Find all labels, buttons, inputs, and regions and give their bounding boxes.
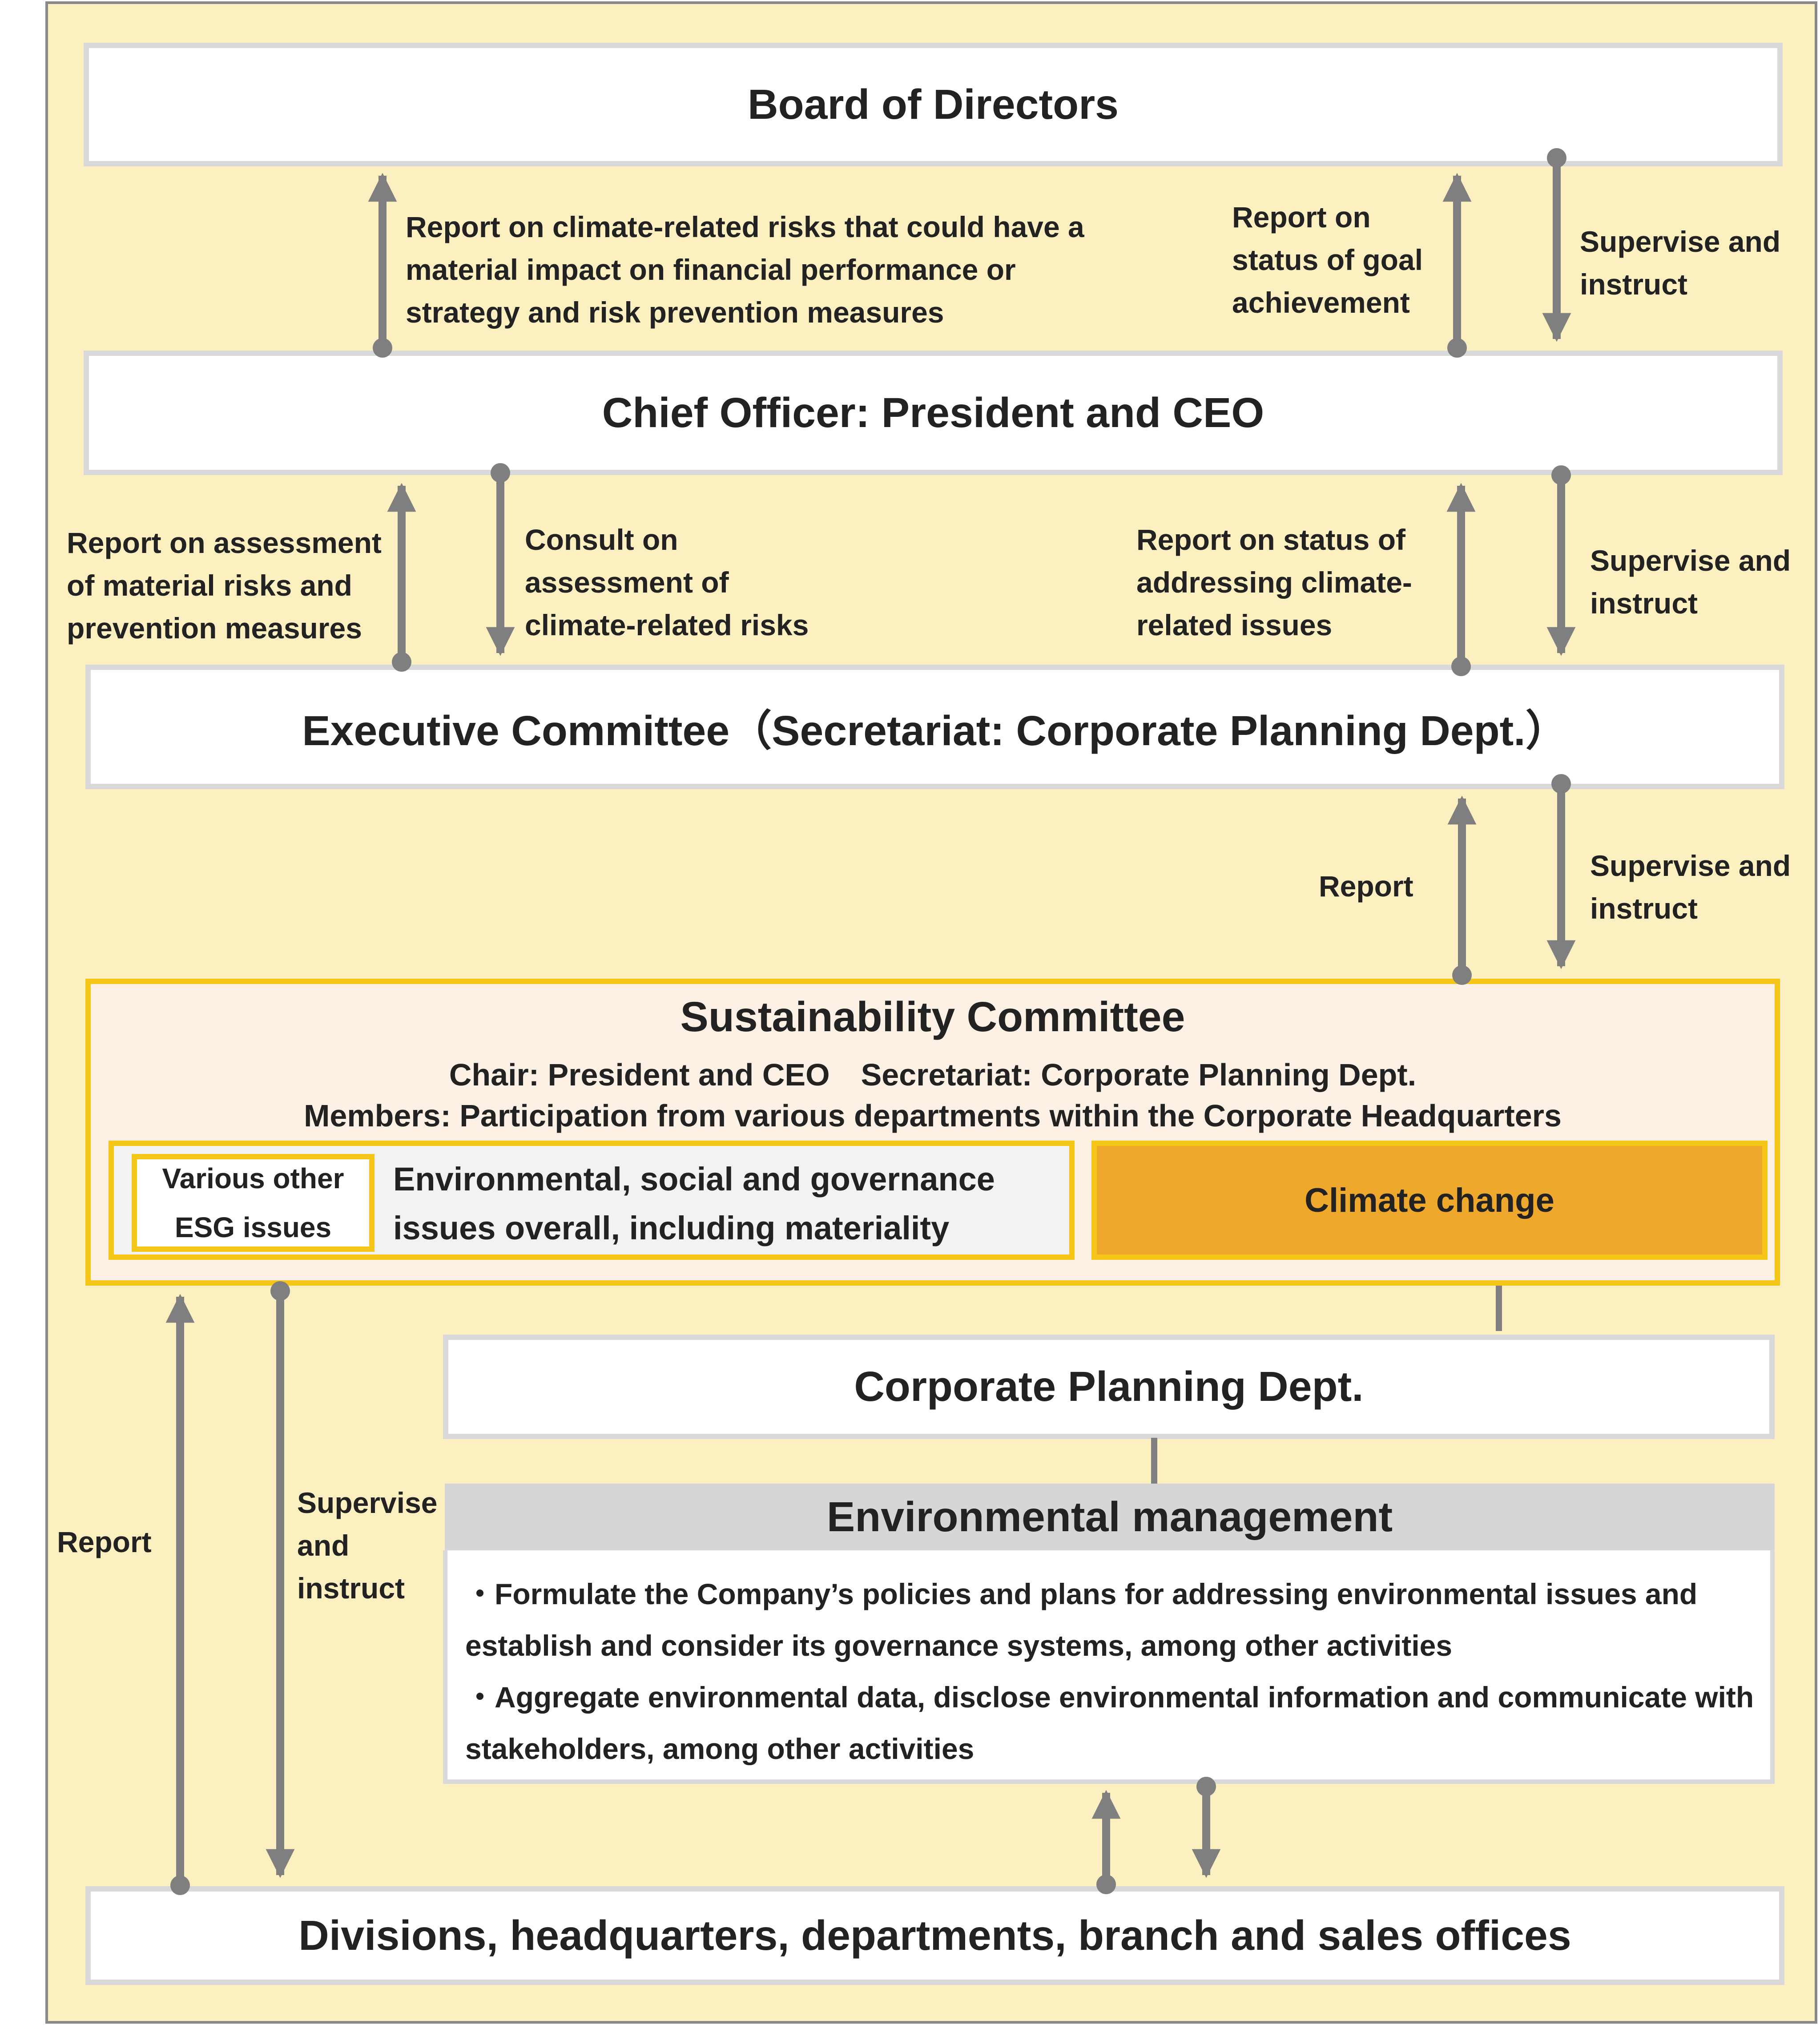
climate-change-box: Climate change (1091, 1141, 1768, 1260)
label-exec-supervise: Supervise and instruct (1590, 844, 1791, 930)
environmental-management-body: ・Formulate the Company’s policies and pl… (443, 1550, 1775, 1784)
esg-inner-line: ESG issues (174, 1211, 332, 1243)
label-chief-report-status: Report on status of addressing climate- … (1136, 518, 1412, 646)
arrow-down-board-supervise (1542, 148, 1571, 342)
label-line: Report on status of (1136, 523, 1405, 556)
label-line: and (297, 1529, 350, 1562)
esg-text-line: Environmental, social and governance (393, 1161, 995, 1198)
esg-inner-line: Various other (162, 1162, 344, 1194)
label-line: Report on climate-related risks that cou… (406, 210, 1084, 243)
arrow-down-exec-supervise (1546, 774, 1576, 969)
arrow-down-chief-supervise (1546, 465, 1576, 656)
various-esg-issues-box: Various other ESG issues (132, 1154, 374, 1252)
arrow-down-env-to-divisions (1192, 1777, 1221, 1878)
arrow-down-consult (486, 463, 515, 656)
label-line: Report on assessment (67, 526, 382, 559)
label-chief-consult: Consult on assessment of climate-related… (525, 518, 809, 646)
label-line: instruct (297, 1572, 405, 1605)
label-line: climate-related risks (525, 609, 809, 641)
label-line: status of goal (1232, 243, 1423, 276)
env-bullet-line: ・Aggregate environmental data, disclose … (465, 1681, 1754, 1714)
esg-issues-box: Various other ESG issues Environmental, … (109, 1141, 1075, 1260)
arrow-up-status-report (1446, 483, 1476, 676)
label-left-report: Report (57, 1525, 152, 1558)
label-line: Supervise and (1580, 225, 1781, 258)
arrow-up-assessment-report (387, 483, 416, 672)
label-line: related issues (1136, 609, 1333, 641)
label-line: material impact on financial performance… (406, 253, 1016, 286)
label-left-supervise: Supervise and instruct (297, 1481, 438, 1609)
label-line: achievement (1232, 286, 1410, 319)
board-of-directors-box: Board of Directors (84, 43, 1783, 166)
label-board-supervise: Supervise and instruct (1580, 220, 1780, 306)
label-line: instruct (1590, 587, 1698, 620)
arrow-up-risks-report (368, 173, 397, 358)
label-line: of material risks and (67, 569, 352, 602)
label-exec-report: Report (1319, 870, 1413, 903)
sustainability-members-line: Members: Participation from various depa… (304, 1098, 1562, 1133)
label-line: assessment of (525, 566, 729, 599)
arrow-down-left-supervise (266, 1281, 295, 1878)
label-board-report-goal: Report on status of goal achievement (1232, 196, 1423, 324)
arrow-up-goal-report (1442, 173, 1472, 358)
label-chief-report-assessment: Report on assessment of material risks a… (67, 521, 382, 649)
label-line: instruct (1590, 892, 1698, 925)
env-bullet-line: establish and consider its governance sy… (465, 1629, 1453, 1662)
label-line: Supervise and (1590, 544, 1791, 577)
sustainability-chair-line: Chair: President and CEO Secretariat: Co… (449, 1057, 1417, 1092)
environmental-management-title: Environmental management (445, 1484, 1775, 1550)
corporate-planning-box: Corporate Planning Dept. (443, 1335, 1775, 1439)
env-bullet-line: ・Formulate the Company’s policies and pl… (465, 1577, 1698, 1610)
label-line: Supervise (297, 1486, 438, 1519)
label-line: prevention measures (67, 612, 362, 645)
arrow-up-exec-report (1447, 795, 1477, 985)
label-chief-supervise: Supervise and instruct (1590, 539, 1791, 625)
label-line: Supervise and (1590, 849, 1791, 882)
arrow-up-left-report (165, 1294, 195, 1895)
arrow-up-divisions-to-env (1091, 1790, 1121, 1894)
label-line: instruct (1580, 268, 1688, 301)
label-line: Report on (1232, 201, 1371, 234)
label-line: addressing climate- (1136, 566, 1412, 599)
sustainability-committee-title: Sustainability Committee (680, 993, 1185, 1041)
label-board-report-risks: Report on climate-related risks that cou… (406, 206, 1084, 334)
label-line: Consult on (525, 523, 678, 556)
esg-overall-text: Environmental, social and governance iss… (393, 1155, 995, 1253)
env-bullet-line: stakeholders, among other activities (465, 1732, 974, 1765)
divisions-box: Divisions, headquarters, departments, br… (85, 1886, 1784, 1985)
label-line: strategy and risk prevention measures (406, 296, 944, 329)
sustainability-committee-box: Sustainability Committee Chair: Presiden… (85, 979, 1780, 1286)
executive-committee-box: Executive Committee（Secretariat: Corpora… (85, 665, 1784, 789)
esg-text-line: issues overall, including materiality (393, 1210, 950, 1246)
